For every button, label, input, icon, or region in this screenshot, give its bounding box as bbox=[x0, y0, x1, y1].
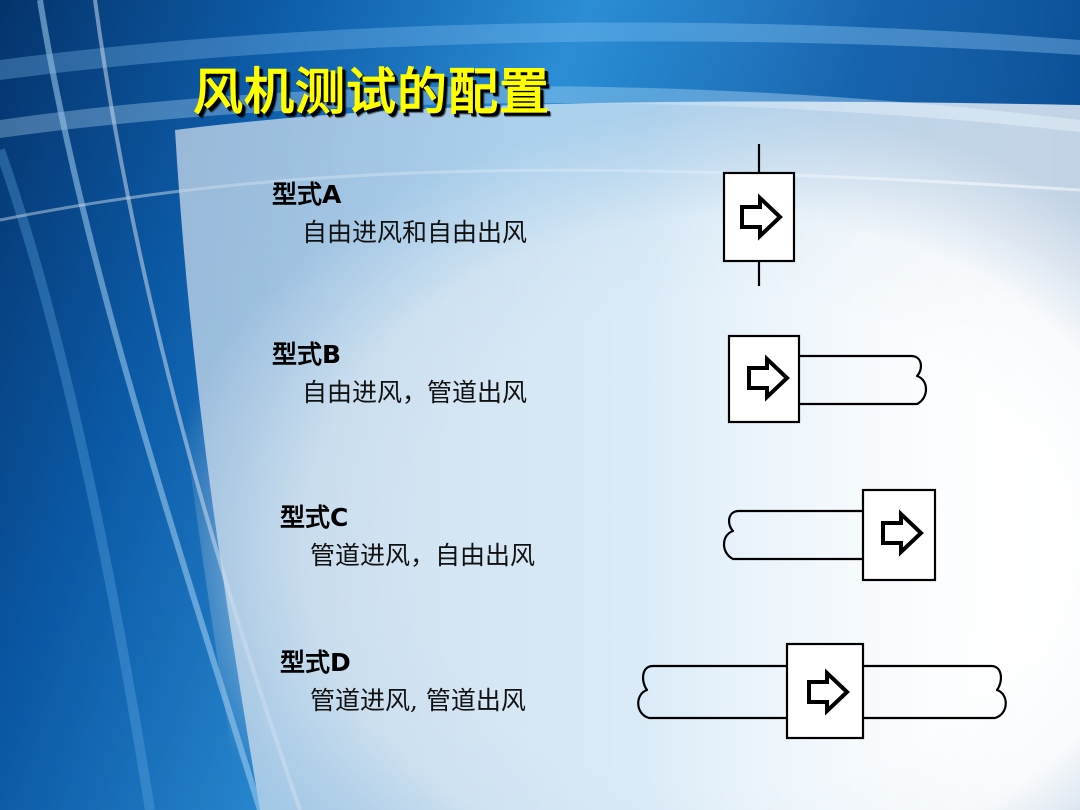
config-d: 型式D 管道进风, 管道出风 bbox=[280, 648, 526, 716]
config-c: 型式C 管道进风，自由出风 bbox=[280, 503, 535, 571]
config-b-diagram bbox=[727, 334, 928, 424]
config-a-diagram bbox=[722, 144, 796, 286]
flow-arrow-icon bbox=[740, 193, 783, 241]
fan-box-icon bbox=[722, 171, 796, 263]
config-b: 型式B 自由进风，管道出风 bbox=[272, 340, 527, 408]
config-a: 型式A 自由进风和自由出风 bbox=[272, 180, 527, 248]
config-b-description: 自由进风，管道出风 bbox=[302, 378, 528, 407]
duct-icon bbox=[722, 509, 863, 561]
flow-arrow-icon bbox=[881, 509, 924, 557]
config-c-name: 型式C bbox=[280, 503, 349, 532]
config-c-description: 管道进风，自由出风 bbox=[310, 541, 536, 570]
fan-box-icon bbox=[861, 488, 937, 582]
duct-icon bbox=[799, 354, 928, 406]
flow-arrow-icon bbox=[747, 354, 790, 402]
config-c-diagram bbox=[722, 488, 937, 582]
duct-icon bbox=[637, 664, 1007, 720]
config-a-name: 型式A bbox=[272, 180, 342, 209]
fan-box-icon bbox=[785, 642, 865, 740]
config-a-description: 自由进风和自由出风 bbox=[302, 218, 528, 247]
config-d-diagram bbox=[637, 642, 1007, 740]
config-d-description: 管道进风, 管道出风 bbox=[310, 686, 526, 715]
config-b-name: 型式B bbox=[272, 340, 342, 369]
config-d-name: 型式D bbox=[280, 648, 351, 677]
flow-arrow-icon bbox=[807, 668, 850, 716]
page-title: 风机测试的配置 bbox=[193, 63, 550, 121]
